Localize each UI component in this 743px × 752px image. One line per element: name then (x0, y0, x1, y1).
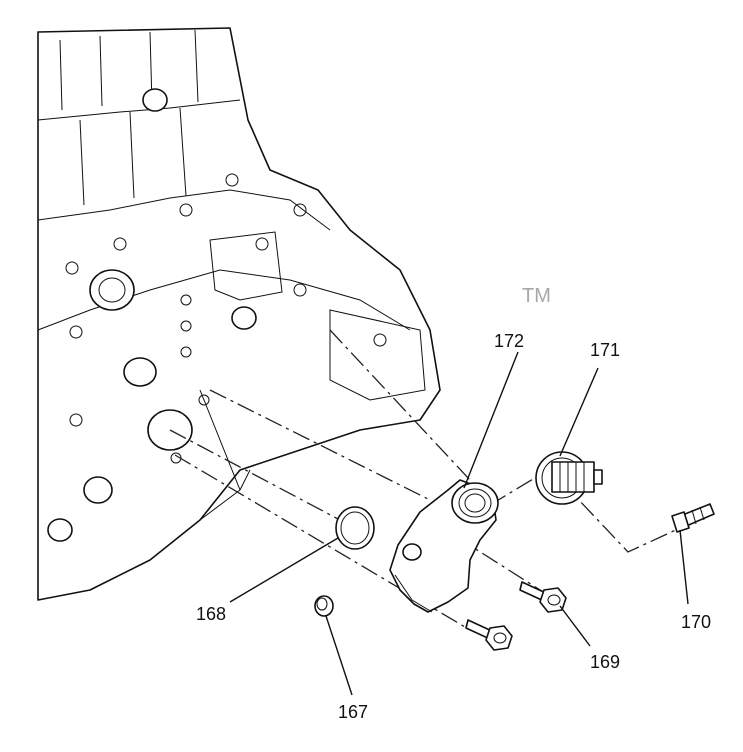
part-167-sleeve (314, 595, 334, 617)
leader-lines (229, 351, 689, 696)
callout-171: 171 (590, 340, 620, 360)
engine-block (37, 27, 441, 601)
part-172-outlet-housing (389, 479, 499, 613)
callout-170: 170 (681, 612, 711, 632)
part-171-thermostat (535, 451, 603, 505)
part-169-bolt-upper (519, 581, 567, 613)
part-169-bolt-lower (465, 619, 513, 651)
part-168-o-ring (335, 506, 375, 550)
watermark-text: TM (522, 285, 551, 307)
callout-168: 168 (196, 604, 226, 624)
callout-167: 167 (338, 702, 368, 722)
callout-169: 169 (590, 652, 620, 672)
part-170-sensor (671, 503, 715, 533)
callout-172: 172 (494, 331, 524, 351)
